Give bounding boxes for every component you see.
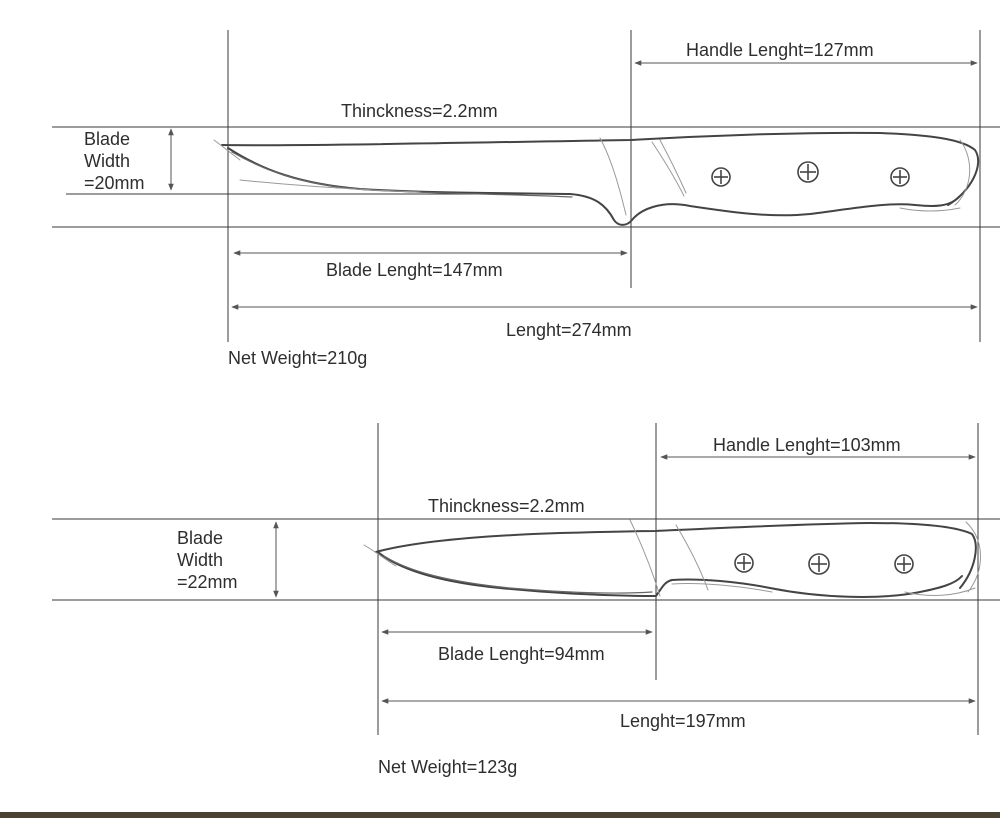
knife-1-thickness-label: Thinckness=2.2mm (341, 101, 498, 121)
knife-1-net-weight-label: Net Weight=210g (228, 348, 367, 368)
knife-1-handle-length-label: Handle Lenght=127mm (686, 40, 874, 60)
knife-2-sketch (363, 519, 981, 598)
knife-2-blade-width-label-line1: Blade (177, 528, 223, 548)
knife-2-rivet-1 (734, 553, 754, 573)
knife-2-total-length-label: Lenght=197mm (620, 711, 746, 731)
knife-2-blade-width-label-line2: Width (177, 550, 223, 570)
knife-1-blade-width-label-line2: Width (84, 151, 130, 171)
knife-2-handle-length-label: Handle Lenght=103mm (713, 435, 901, 455)
knife-1-sketch (213, 131, 980, 226)
bottom-photo-strip (0, 812, 1000, 818)
knife-1-blade-width-label-line3: =20mm (84, 173, 145, 193)
knife-1-blade-length-label: Blade Lenght=147mm (326, 260, 503, 280)
knife-1-rivet-3 (890, 167, 910, 187)
knife-2-net-weight-label: Net Weight=123g (378, 757, 517, 777)
knife-1-blade-width-label-line1: Blade (84, 129, 130, 149)
knife-2-rivet-3 (894, 554, 914, 574)
knife-2-blade-length-label: Blade Lenght=94mm (438, 644, 605, 664)
knife-2-blade-width-label-line3: =22mm (177, 572, 238, 592)
knife-1-diagram: Handle Lenght=127mm Thinckness=2.2mm Bla… (52, 30, 1000, 368)
knife-2-thickness-label: Thinckness=2.2mm (428, 496, 585, 516)
knife-2-diagram: Handle Lenght=103mm Thinckness=2.2mm Bla… (52, 423, 1000, 777)
knife-1-total-length-label: Lenght=274mm (506, 320, 632, 340)
knife-1-rivet-1 (711, 167, 731, 187)
knife-2-rivet-2 (808, 553, 830, 575)
knife-1-rivet-2 (797, 161, 819, 183)
